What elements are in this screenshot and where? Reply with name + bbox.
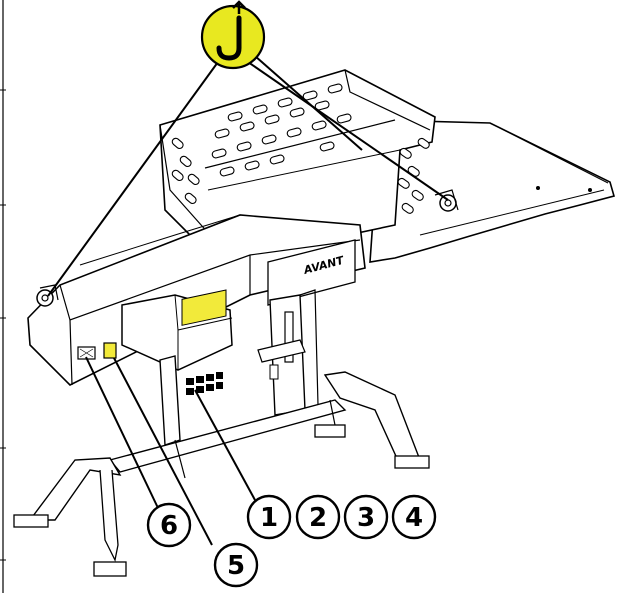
svg-text:3: 3	[357, 503, 375, 533]
right-rear-foot	[323, 371, 421, 466]
callout-2: 2	[295, 494, 341, 540]
lifting-lines	[47, 55, 449, 297]
control-box	[121, 289, 233, 395]
warning-decals	[181, 289, 227, 395]
hopper-box	[159, 69, 436, 261]
callout-leaders	[85, 356, 256, 546]
base-frame	[13, 371, 430, 577]
svg-text:2: 2	[309, 503, 327, 533]
callout-4: 4	[391, 494, 437, 540]
output-chute	[369, 119, 615, 263]
svg-text:1: 1	[260, 503, 278, 533]
svg-text:6: 6	[160, 511, 178, 541]
callout-5: 5	[213, 542, 259, 588]
label-5-plate	[103, 342, 117, 359]
svg-text:4: 4	[405, 503, 423, 533]
callout-6: 6	[146, 502, 192, 548]
support-posts	[159, 289, 319, 446]
svg-text:5: 5	[227, 551, 245, 581]
callout-1: 1	[246, 494, 292, 540]
lifting-hook-symbol	[200, 0, 266, 70]
logo-panel	[267, 239, 356, 306]
left-front-foot	[28, 457, 122, 521]
callout-3: 3	[343, 494, 389, 540]
